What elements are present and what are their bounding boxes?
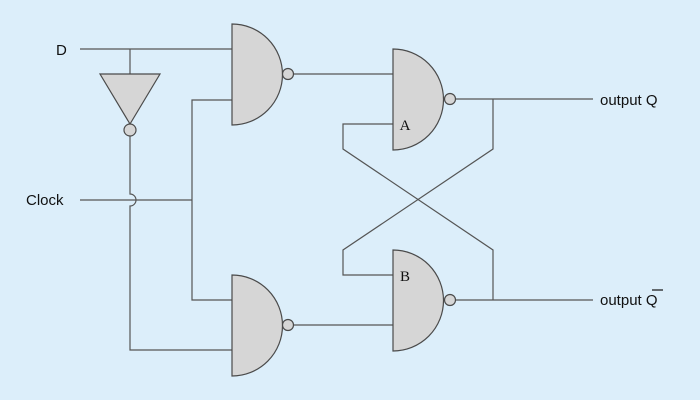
nand-gate-bottom-body — [231, 274, 284, 377]
output-q-bar-symbol: Q — [646, 292, 658, 309]
nand-gate-bottom — [231, 274, 295, 377]
output-q-bar-label: output Q — [600, 292, 658, 309]
nand-gate-b-bubble — [443, 293, 457, 307]
output-q-label: output Q — [600, 92, 658, 109]
input-d-label: D — [56, 42, 67, 59]
nand-gate-top — [231, 23, 295, 126]
nand-gate-top-body — [231, 23, 284, 126]
nand-gate-b: B — [392, 249, 457, 352]
wire-cross-q-to-b — [342, 99, 494, 276]
wire-inverter-to-bottom-nand — [129, 136, 232, 351]
gate-a-label: A — [400, 118, 411, 134]
wires — [80, 48, 593, 351]
nand-gate-bottom-bubble — [281, 318, 295, 332]
gate-b-label: B — [400, 269, 410, 285]
inverter — [98, 73, 162, 137]
output-q-bar-prefix: output — [600, 292, 646, 309]
nand-gate-a-bubble — [443, 92, 457, 106]
nand-gate-a: A — [392, 48, 457, 151]
wire-cross-qbar-to-a — [342, 123, 494, 300]
input-clock-label: Clock — [26, 192, 64, 209]
wire-clock-to-nands — [191, 99, 232, 301]
inverter-triangle — [98, 73, 162, 126]
nand-gate-top-bubble — [281, 67, 295, 81]
inverter-bubble — [123, 123, 137, 137]
nand-gate-b-body — [392, 249, 445, 352]
nand-gate-a-body — [392, 48, 445, 151]
